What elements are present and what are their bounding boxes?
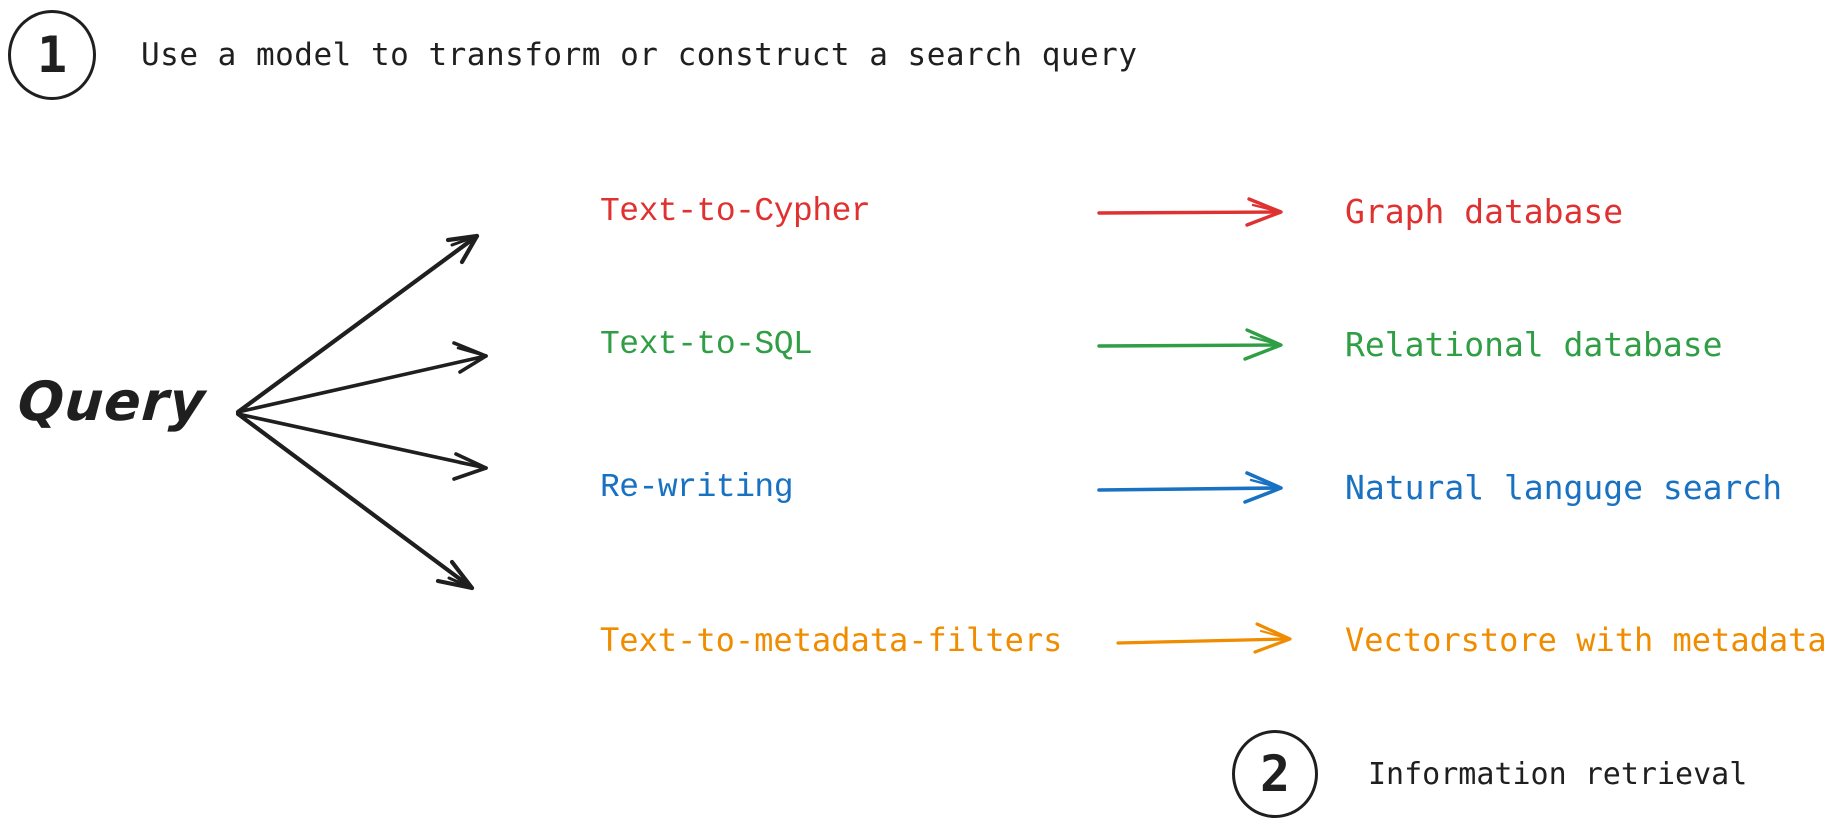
arrow-to-vectorstore [1116,622,1292,654]
step-2-badge: 2 [1232,730,1318,818]
arrow-to-natural-language-search [1097,471,1283,504]
pipeline-row-sql: Text-to-SQL Relational database [0,315,1841,375]
step-1-annotation: 1 Use a model to transform or construct … [8,10,1138,100]
pipeline-row-rewriting: Re-writing Natural languge search [0,458,1841,518]
technique-label-re-writing[interactable]: Re-writing [600,469,794,506]
query-source-label: Query [15,370,209,433]
technique-label-text-to-sql[interactable]: Text-to-SQL [600,326,813,363]
arrow-to-graph-database [1097,197,1283,227]
target-label-natural-language-search[interactable]: Natural languge search [1345,468,1783,507]
target-label-relational-database[interactable]: Relational database [1345,325,1723,364]
pipeline-row-metadata-filters: Text-to-metadata-filters Vectorstore wit… [0,610,1841,670]
technique-label-text-to-metadata-filters[interactable]: Text-to-metadata-filters [600,621,1063,659]
pipeline-row-cypher: Text-to-Cypher Graph database [0,182,1841,242]
step-1-label: Use a model to transform or construct a … [141,37,1138,73]
step-2-label: Information retrieval [1368,756,1748,792]
target-label-graph-database[interactable]: Graph database [1345,192,1624,231]
technique-label-text-to-cypher[interactable]: Text-to-Cypher [600,193,871,230]
step-2-annotation: 2 Information retrieval [1232,730,1747,818]
arrow-to-relational-database [1097,328,1283,361]
step-1-number: 1 [36,26,68,84]
target-label-vectorstore-with-metadata[interactable]: Vectorstore with metadata [1345,621,1827,659]
step-2-number: 2 [1259,745,1291,803]
step-1-badge: 1 [8,10,96,100]
